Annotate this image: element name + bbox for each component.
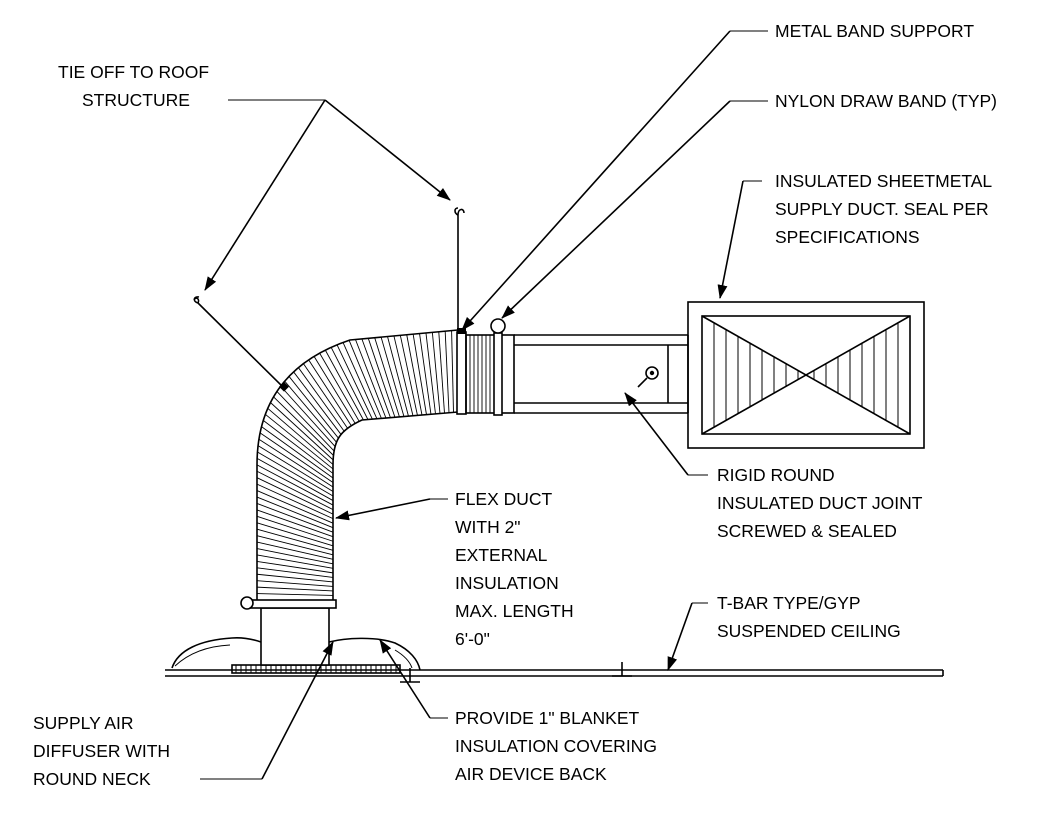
label-tie-off: TIE OFF TO ROOF STRUCTURE: [58, 62, 209, 110]
label-metal-band-support: METAL BAND SUPPORT: [775, 21, 974, 41]
svg-text:MAX. LENGTH: MAX. LENGTH: [455, 601, 574, 621]
label-rigid-round: RIGID ROUND INSULATED DUCT JOINT SCREWED…: [717, 465, 923, 541]
svg-text:EXTERNAL: EXTERNAL: [455, 545, 548, 565]
svg-text:STRUCTURE: STRUCTURE: [82, 90, 190, 110]
svg-text:6'-0": 6'-0": [455, 629, 490, 649]
flex-duct: [240, 329, 491, 610]
supply-air-diffuser: [231, 607, 401, 674]
label-flex-duct: FLEX DUCT WITH 2" EXTERNAL INSULATION MA…: [455, 489, 574, 649]
label-nylon-draw-band: NYLON DRAW BAND (TYP): [775, 91, 997, 111]
svg-text:ROUND NECK: ROUND NECK: [33, 769, 151, 789]
svg-text:TIE OFF TO ROOF: TIE OFF TO ROOF: [58, 62, 209, 82]
svg-text:T-BAR TYPE/GYP: T-BAR TYPE/GYP: [717, 593, 861, 613]
svg-text:PROVIDE 1" BLANKET: PROVIDE 1" BLANKET: [455, 708, 639, 728]
svg-text:SCREWED & SEALED: SCREWED & SEALED: [717, 521, 897, 541]
label-sheetmetal-duct: INSULATED SHEETMETAL SUPPLY DUCT. SEAL P…: [775, 171, 992, 247]
svg-text:AIR DEVICE BACK: AIR DEVICE BACK: [455, 764, 607, 784]
hanger-wires: [193, 207, 465, 392]
svg-text:INSULATED SHEETMETAL: INSULATED SHEETMETAL: [775, 171, 992, 191]
label-diffuser: SUPPLY AIR DIFFUSER WITH ROUND NECK: [33, 713, 170, 789]
svg-text:INSULATION COVERING: INSULATION COVERING: [455, 736, 657, 756]
svg-text:SUPPLY AIR: SUPPLY AIR: [33, 713, 134, 733]
svg-text:RIGID ROUND: RIGID ROUND: [717, 465, 835, 485]
svg-text:FLEX DUCT: FLEX DUCT: [455, 489, 553, 509]
svg-text:SUPPLY DUCT. SEAL PER: SUPPLY DUCT. SEAL PER: [775, 199, 989, 219]
svg-text:METAL BAND SUPPORT: METAL BAND SUPPORT: [775, 21, 974, 41]
label-blanket: PROVIDE 1" BLANKET INSULATION COVERING A…: [455, 708, 657, 784]
svg-text:WITH 2": WITH 2": [455, 517, 521, 537]
sheetmetal-supply-duct: [687, 301, 925, 449]
blanket-insulation: [171, 637, 421, 671]
svg-text:INSULATION: INSULATION: [455, 573, 559, 593]
suspended-ceiling: [165, 662, 944, 683]
metal-band-support: [456, 328, 467, 415]
label-tbar-ceiling: T-BAR TYPE/GYP SUSPENDED CEILING: [717, 593, 901, 641]
svg-text:DIFFUSER WITH: DIFFUSER WITH: [33, 741, 170, 761]
svg-text:INSULATED DUCT JOINT: INSULATED DUCT JOINT: [717, 493, 923, 513]
nylon-draw-band: [490, 318, 506, 416]
svg-text:NYLON DRAW BAND (TYP): NYLON DRAW BAND (TYP): [775, 91, 997, 111]
leader-lines: [200, 30, 768, 780]
svg-text:SPECIFICATIONS: SPECIFICATIONS: [775, 227, 920, 247]
svg-text:SUSPENDED CEILING: SUSPENDED CEILING: [717, 621, 901, 641]
